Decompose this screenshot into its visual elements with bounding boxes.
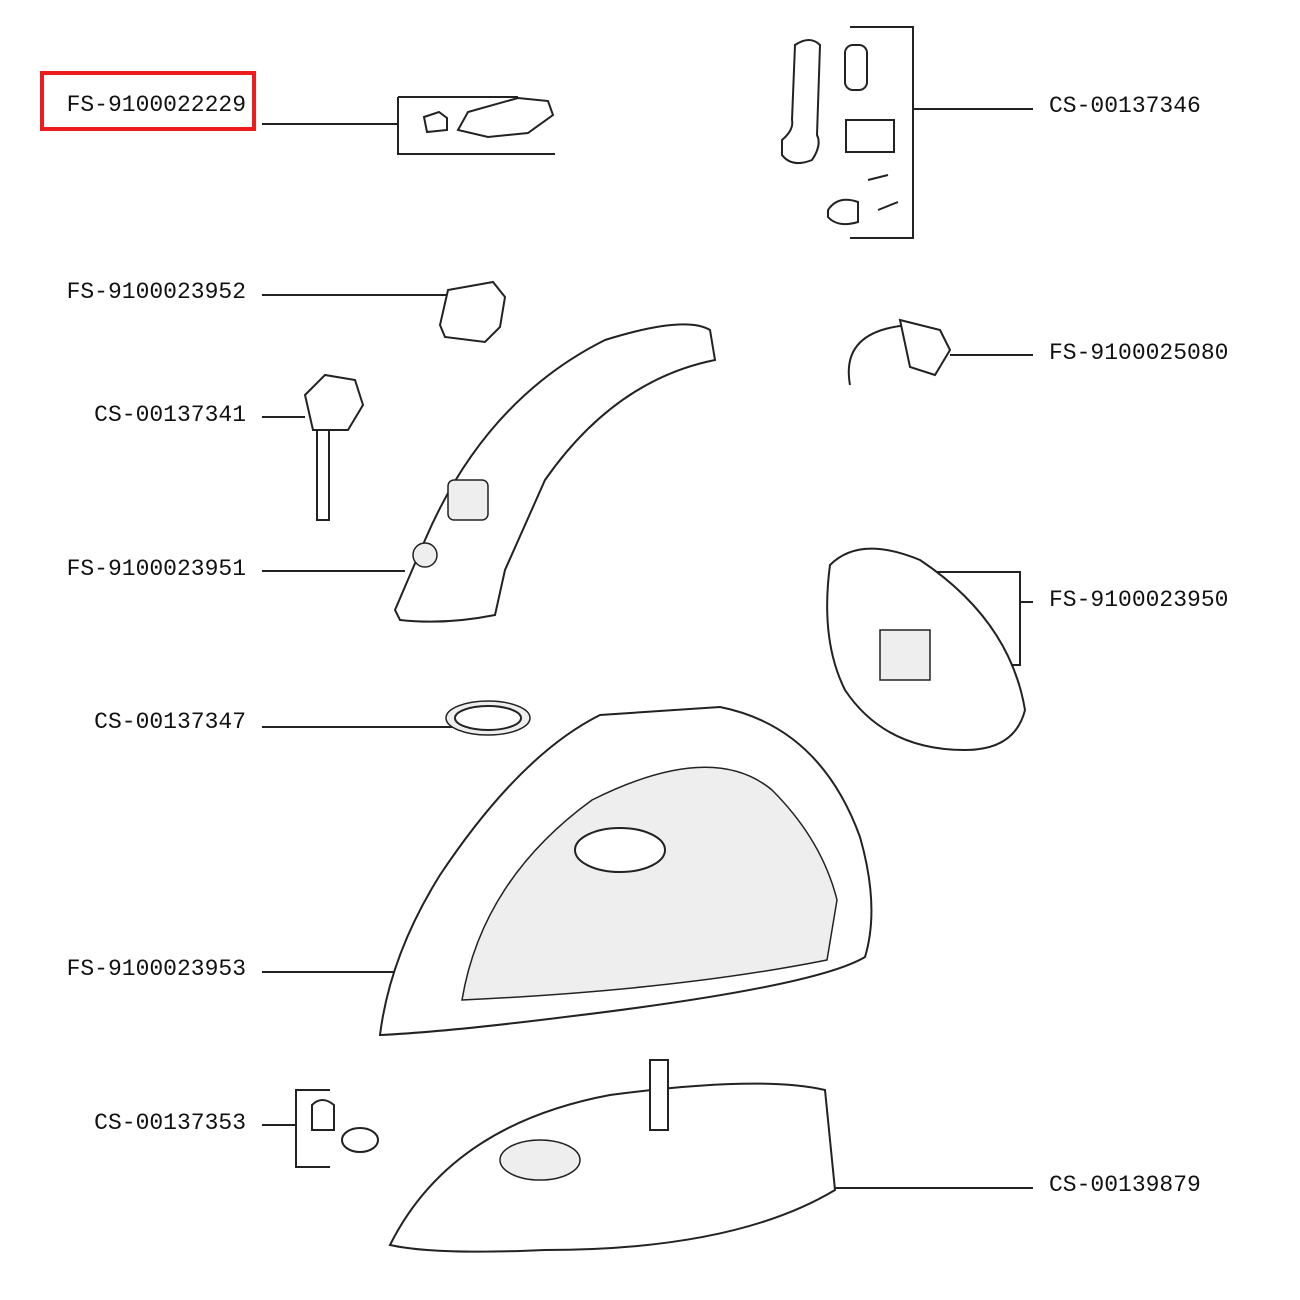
leader-lines xyxy=(262,26,1033,1189)
part-label-fs-9100023952[interactable]: FS-9100023952 xyxy=(66,279,246,305)
part-label-cs-00137353[interactable]: CS-00137353 xyxy=(94,1110,246,1136)
rear-cover-part[interactable] xyxy=(826,547,1027,752)
steam-button-part[interactable] xyxy=(438,280,507,344)
housing-part[interactable] xyxy=(378,705,873,1037)
part-label-cs-00137346[interactable]: CS-00137346 xyxy=(1049,93,1201,119)
steam-rod-part[interactable] xyxy=(303,373,365,521)
part-label-cs-00139879[interactable]: CS-00139879 xyxy=(1049,1172,1201,1198)
part-label-fs-9100023953[interactable]: FS-9100023953 xyxy=(66,956,246,982)
part-label-fs-9100025080[interactable]: FS-9100025080 xyxy=(1049,340,1229,366)
button-set-part[interactable] xyxy=(422,96,555,139)
part-label-fs-9100023950[interactable]: FS-9100023950 xyxy=(1049,587,1229,613)
part-label-cs-00137341[interactable]: CS-00137341 xyxy=(94,402,246,428)
cord-guard-kit-part[interactable] xyxy=(781,39,899,226)
part-label-fs-9100022229[interactable]: FS-9100022229 xyxy=(66,92,246,118)
soleplate-part[interactable] xyxy=(388,1059,837,1253)
seal-part[interactable] xyxy=(445,700,531,736)
soleplate-fittings-part[interactable] xyxy=(311,1099,379,1153)
handle-part[interactable] xyxy=(393,323,717,623)
part-label-fs-9100023951[interactable]: FS-9100023951 xyxy=(66,556,246,582)
highlight-box xyxy=(40,71,256,131)
part-label-cs-00137347[interactable]: CS-00137347 xyxy=(94,709,246,735)
power-cord-part[interactable] xyxy=(847,318,952,386)
